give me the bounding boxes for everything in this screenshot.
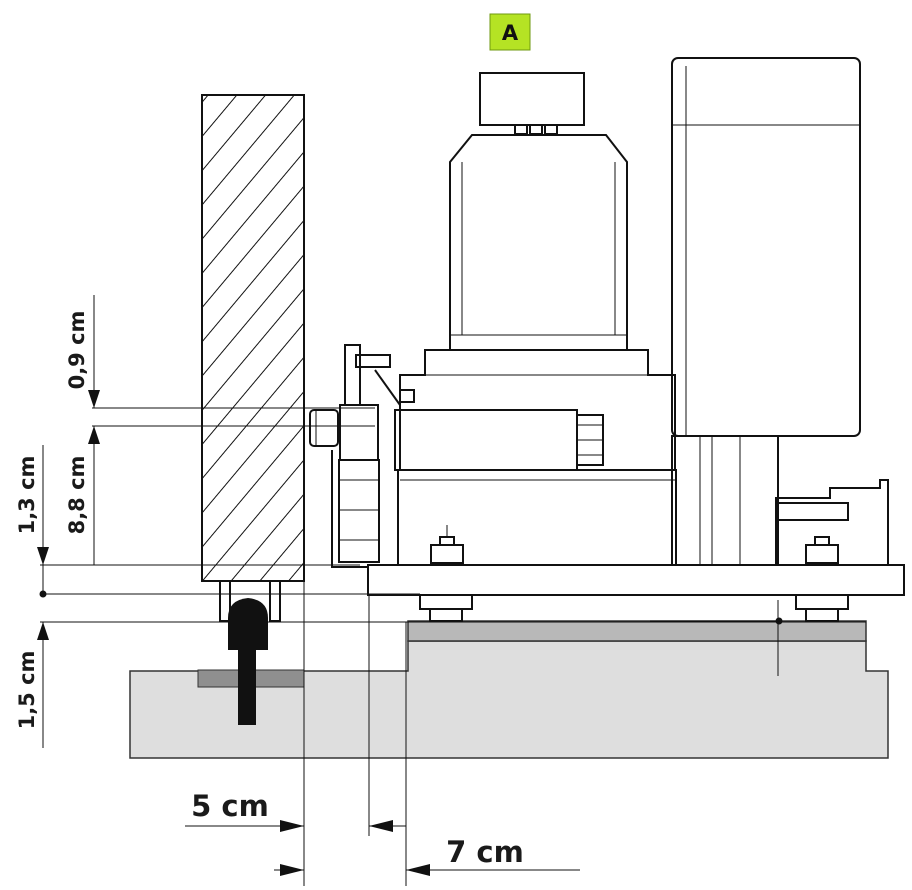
- anchor-bolt: [197, 598, 305, 725]
- concrete-foundation: [129, 620, 889, 759]
- gate-guide-bracket: [219, 580, 281, 622]
- limit-switch-assembly: [775, 479, 889, 566]
- bolt-left-top: [430, 525, 464, 564]
- dimension-label-7: 7 cm: [446, 835, 524, 869]
- dimension-7: 7 cm: [274, 835, 580, 876]
- dimension-label-5: 5 cm: [191, 789, 269, 823]
- foot-bolts: [419, 525, 849, 622]
- badge-background: [489, 13, 531, 51]
- bolt-left-bottom: [419, 594, 473, 622]
- bolt-right-bottom: [795, 594, 849, 622]
- dimension-0-9: 0,9 cm: [65, 295, 100, 408]
- extension-lines-vertical: [303, 581, 407, 886]
- dimension-5: 5 cm: [185, 789, 406, 832]
- dimension-label-8-8: 8,8 cm: [65, 456, 89, 535]
- dimension-label-1-5: 1,5 cm: [15, 651, 39, 730]
- motor-base-plate: [331, 450, 905, 596]
- solenoid-unit: [394, 409, 604, 471]
- foundation-plate: [407, 620, 867, 642]
- foundation-block: [129, 640, 889, 759]
- bolt-right-top: [805, 536, 839, 564]
- gate-leaf-section: [201, 94, 305, 582]
- gate-leaf: [201, 94, 305, 582]
- dimension-8-8: 8,8 cm: [65, 426, 100, 565]
- dimension-label-1-3: 1,3 cm: [15, 456, 39, 535]
- control-box: [671, 57, 861, 566]
- pinion-gear: [309, 404, 380, 563]
- gearbox-housing: [397, 349, 677, 566]
- dimension-label-0-9: 0,9 cm: [65, 311, 89, 390]
- dimension-1-5: 1,5 cm: [15, 622, 49, 748]
- electric-motor: [449, 72, 628, 351]
- view-badge: A: [489, 13, 531, 51]
- badge-label: A: [502, 21, 519, 45]
- extension-lines-horizontal: [40, 407, 866, 676]
- dimension-1-3: 1,3 cm: [15, 445, 49, 598]
